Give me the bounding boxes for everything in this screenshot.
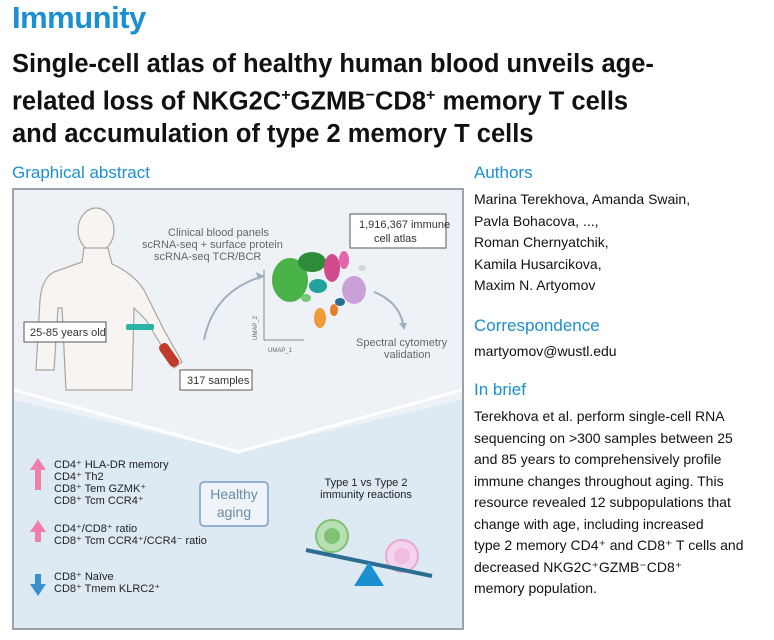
up-group1-item: CD8⁺ Tem GZMK⁺ [54,483,146,495]
flow-arrowhead-icon [256,272,264,280]
title-line-1: Single-cell atlas of healthy human blood… [12,50,654,78]
graphical-abstract: 25-85 years old 317 samples Clinical blo… [12,188,464,630]
author-line: Marina Terekhova, Amanda Swain, [474,191,691,207]
graphical-abstract-heading: Graphical abstract [12,163,150,182]
brief-line: type 2 memory CD4⁺ and CD8⁺ T cells and [474,537,744,553]
brief-line: immune changes throughout aging. This [474,472,724,489]
author-line: Kamila Husarcikova, [474,255,602,272]
email-link[interactable]: martyomov@wustl.edu [474,343,617,359]
flow-arrow [203,275,265,341]
healthy-line-1: Healthy [210,486,257,502]
panels-line-3: scRNA-seq TCR/BCR [154,251,261,263]
down-group-item: CD8⁺ Naïve [54,571,114,583]
brief-line: change with age, including increased [474,515,704,532]
brief-line: Terekhova et al. perform single-cell RNA [474,408,725,424]
type-line-1: Type 1 vs Type 2 [325,477,408,489]
author-line: Maxim N. Artyomov [474,277,596,293]
brief-line: sequencing on >300 samples between 25 [474,429,733,446]
umap-x-label: UMAP_1 [268,348,293,354]
title-part: memory T cells [435,87,629,116]
umap-y-label: UMAP_2 [253,315,259,340]
atlas-box [349,213,447,249]
article-title: Single-cell atlas of healthy human blood… [12,48,767,150]
healthy-aging-box [199,481,269,527]
title-part: related loss of NKG2C [12,87,282,116]
in-brief-text: Terekhova et al. perform single-cell RNA… [474,406,744,600]
type-line-2: immunity reactions [320,489,412,501]
up-arrow-icon [30,520,46,542]
spectral-line-2: validation [384,349,430,361]
up-arrow-icon [30,458,46,490]
atlas-line-1: 1,916,367 immune [359,219,450,231]
panels-line-1: Clinical blood panels [168,227,269,239]
brief-line: resource revealed 12 subpopulations that [474,494,731,510]
chevron-divider [14,388,462,454]
up-group2-item: CD4⁺/CD8⁺ ratio [54,523,137,535]
authors-list: Marina Terekhova, Amanda Swain, Pavla Bo… [474,189,690,297]
atlas-line-2: cell atlas [374,233,417,245]
title-part: CD8 [375,87,427,116]
correspondence-heading: Correspondence [474,316,600,335]
title-sup: + [426,87,436,104]
down-group-item: CD8⁺ Tmem KLRC2⁺ [54,583,160,595]
healthy-line-2: aging [217,504,251,520]
title-part: GZMB [290,87,366,116]
brief-line: decreased NKG2C⁺GZMB⁻CD8⁺ [474,558,683,575]
down-arrow-icon [30,574,46,596]
journal-name: Immunity [12,0,146,35]
in-brief-heading: In brief [474,380,526,399]
authors-heading: Authors [474,163,533,182]
graphical-abstract-figure: 25-85 years old 317 samples Clinical blo… [14,190,462,628]
blood-tube-icon [126,324,179,367]
samples-label: 317 samples [187,375,250,387]
correspondence-email[interactable]: martyomov@wustl.edu [474,341,617,363]
panels-line-2: scRNA-seq + surface protein [142,239,283,251]
title-line-2: related loss of NKG2C+GZMB−CD8+ memory T… [12,80,767,118]
up-group2-item: CD8⁺ Tcm CCR4⁺/CCR4⁻ ratio [54,535,207,547]
age-label: 25-85 years old [30,327,106,339]
umap-axes [263,270,304,341]
title-sup: + [281,87,291,104]
author-line: Pavla Bohacova, ..., [474,212,599,229]
title-line-3: and accumulation of type 2 memory T cell… [12,119,534,148]
brief-line: memory population. [474,580,597,596]
human-figure-icon [35,207,183,391]
up-group1-item: CD4⁺ Th2 [54,471,104,483]
spectral-arrowhead-icon [399,323,407,330]
umap-cluster-plot [272,251,366,328]
samples-box [179,369,253,391]
spectral-line-1: Spectral cytometry [356,337,448,349]
seesaw-balance-icon [305,519,433,586]
title-sup: − [365,87,375,104]
up-group1-item: CD8⁺ Tcm CCR4⁺ [54,495,144,507]
age-label-box [23,321,107,343]
up-group1-item: CD4⁺ HLA-DR memory [54,459,169,471]
brief-line: and 85 years to comprehensively profile [474,451,722,467]
author-line: Roman Chernyatchik, [474,234,609,250]
